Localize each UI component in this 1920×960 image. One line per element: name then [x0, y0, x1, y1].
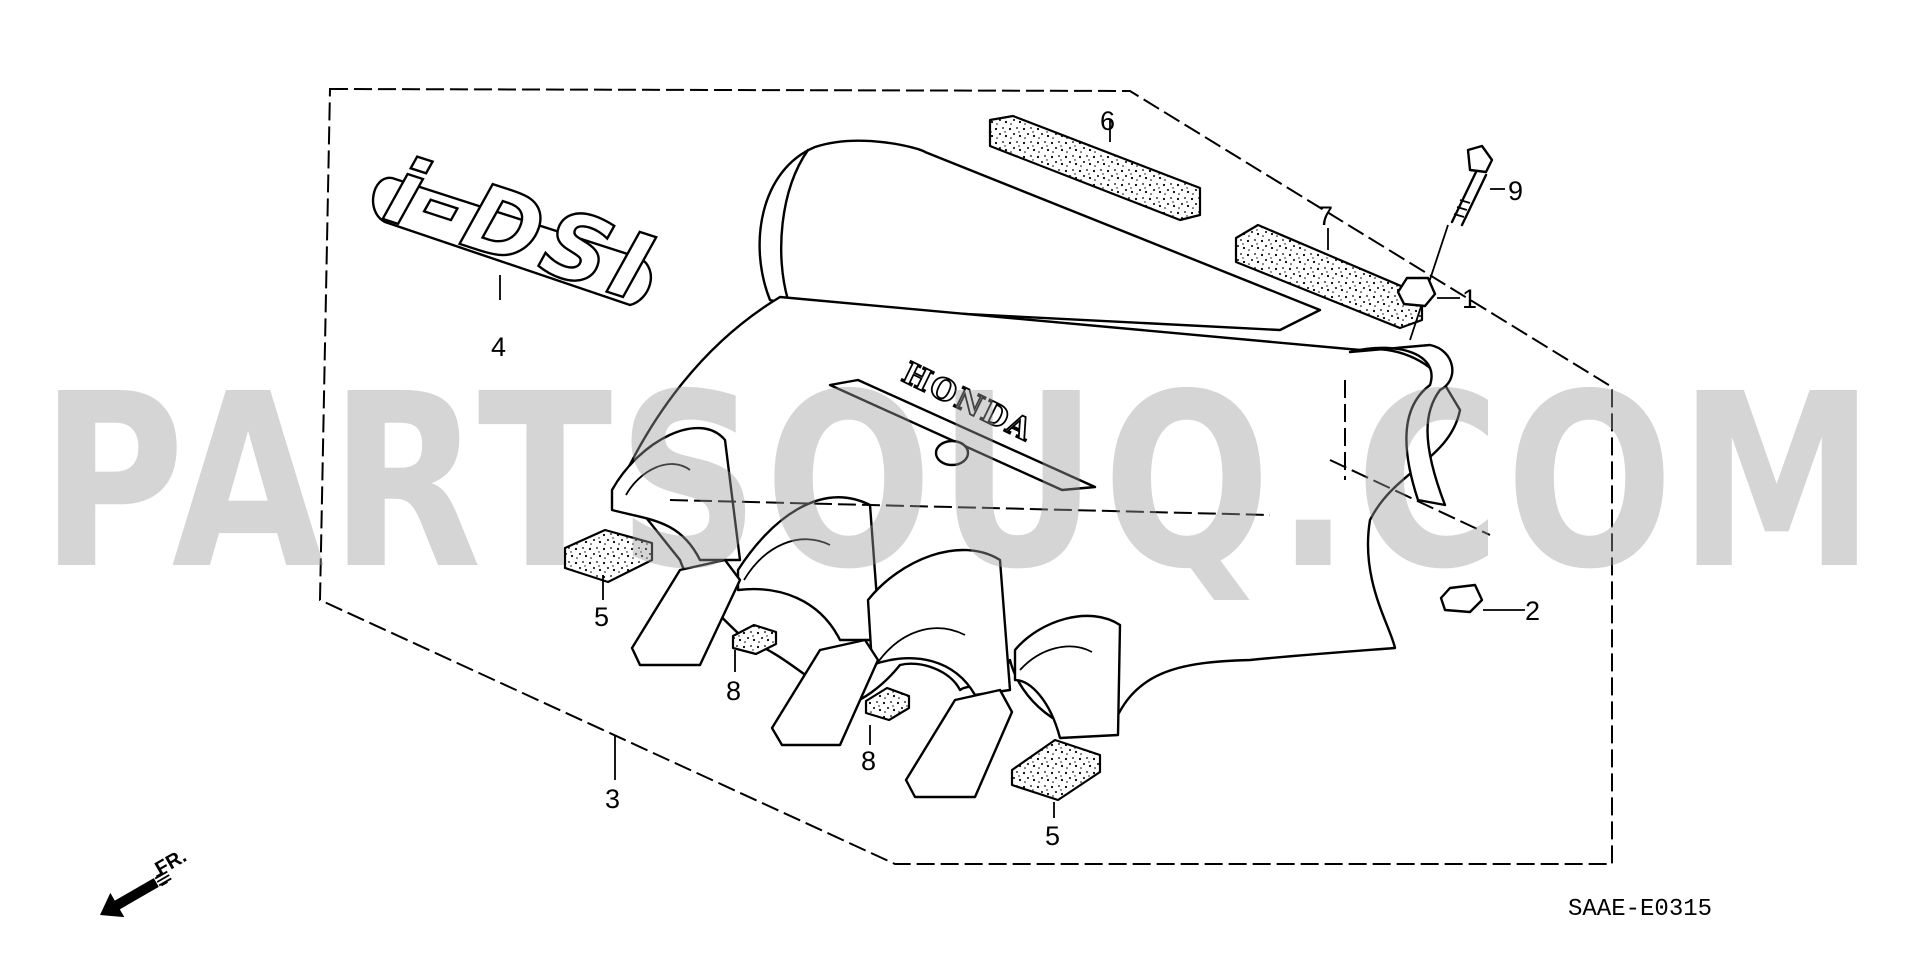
idsi-badge: i-DSI: [371, 136, 671, 326]
front-arrow: [100, 870, 172, 918]
emblem-plate: [828, 378, 1097, 492]
engine-cover: HONDA: [610, 139, 1491, 740]
callout-numbers: 6 9 7 1 4 5 2 8 8 3 5: [491, 106, 1540, 851]
idsi-badge-text: i-DSI: [373, 137, 669, 324]
callout-1: 1: [1462, 284, 1477, 314]
foam-pad-8-right: [864, 686, 911, 722]
leader-lines: [499, 120, 1525, 818]
callout-6: 6: [1100, 106, 1115, 136]
callout-8-left: 8: [726, 676, 741, 706]
callout-8-right: 8: [861, 746, 876, 776]
diagram-code: SAAE-E0315: [1568, 896, 1712, 923]
callout-5-right: 5: [1045, 821, 1060, 851]
foam-pad-5-right: [1010, 738, 1102, 802]
grommet: [1396, 276, 1437, 308]
callout-9: 9: [1508, 176, 1523, 206]
callout-5-left: 5: [594, 602, 609, 632]
callout-2: 2: [1525, 596, 1540, 626]
foam-strip-7: [1234, 223, 1424, 330]
foam-pad-5-left: [563, 528, 654, 584]
clip-nut: [1439, 583, 1484, 614]
cover-clips: [630, 558, 1014, 799]
callout-7: 7: [1318, 201, 1333, 231]
callout-4: 4: [491, 332, 506, 362]
watermark: PARTSOUQ.COM: [40, 342, 1880, 622]
assembly-boundary: [318, 87, 1613, 865]
callout-3: 3: [605, 784, 620, 814]
foam-pad-8-left: [731, 623, 778, 656]
emblem-hole: [934, 439, 970, 467]
foam-strip-6: [988, 114, 1202, 222]
